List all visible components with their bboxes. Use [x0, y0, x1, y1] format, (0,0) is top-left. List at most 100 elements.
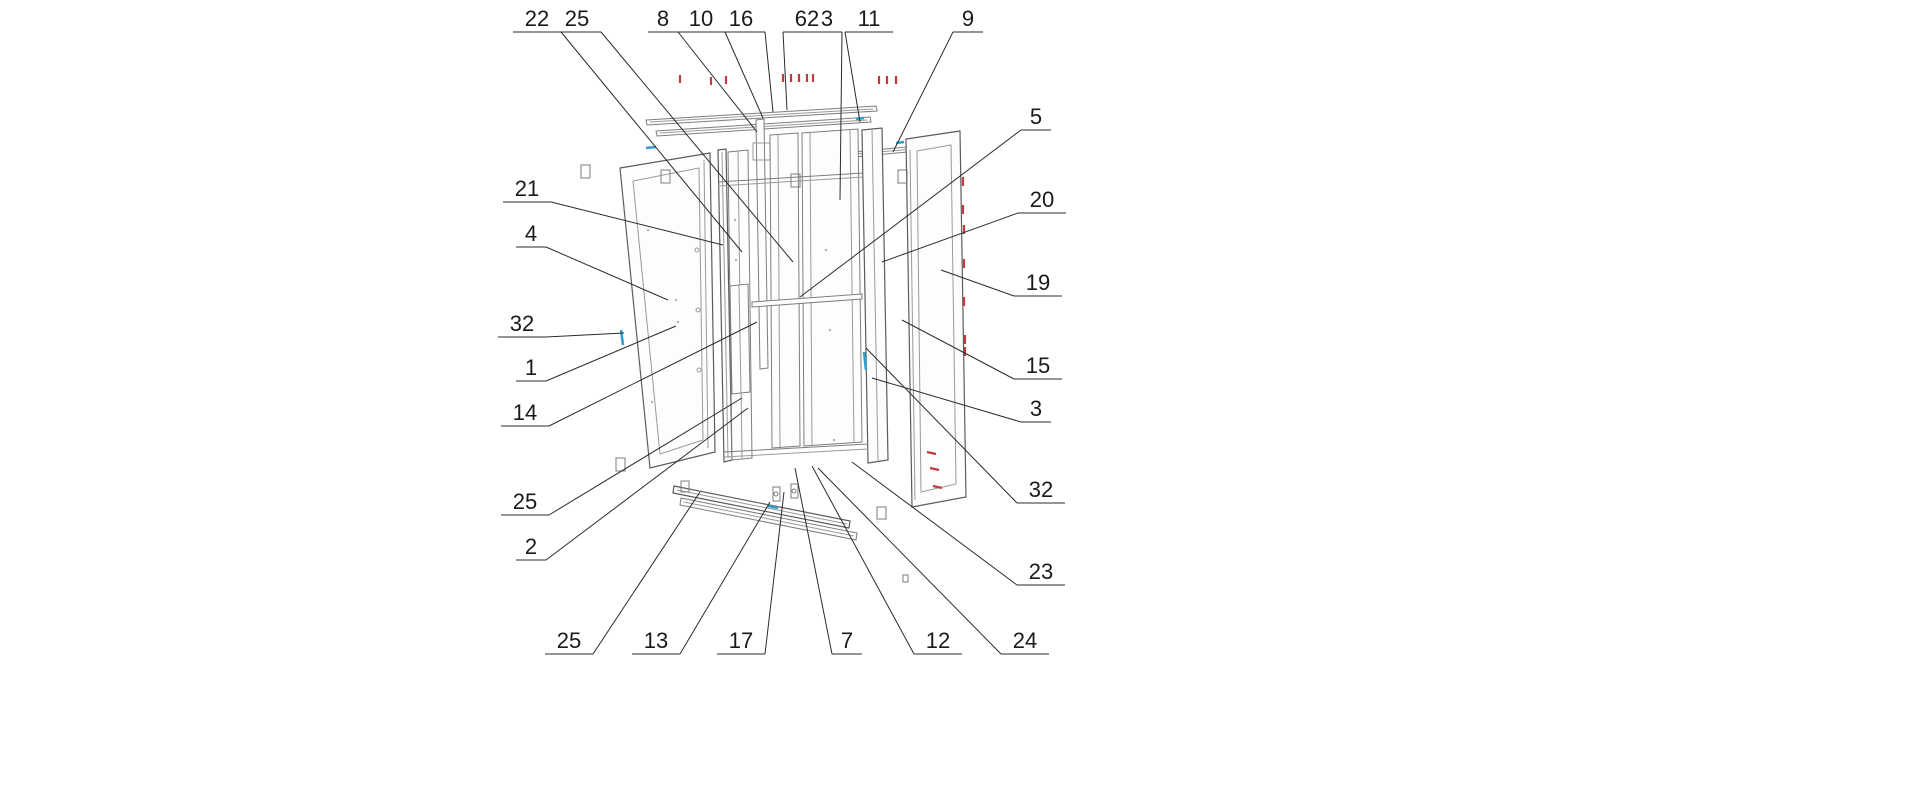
leader-line	[811, 465, 915, 655]
plinth-strip-front	[672, 485, 851, 529]
callout-label: 17	[729, 628, 753, 653]
callout-1: 1	[516, 325, 677, 382]
leader-line	[865, 347, 1018, 504]
callout-13: 13	[632, 501, 771, 655]
callout-5: 5	[799, 104, 1051, 298]
leader-line	[794, 467, 833, 655]
leader-line	[679, 501, 771, 655]
callout-label: 5	[1030, 104, 1042, 129]
leader-line	[724, 31, 764, 119]
callout-17: 17	[717, 491, 785, 655]
callout-label: 13	[644, 628, 668, 653]
leader-line	[764, 31, 774, 113]
leader-line	[548, 397, 743, 516]
callout-label: 62	[795, 6, 819, 31]
callout-25: 25	[501, 397, 743, 516]
callout-label: 16	[729, 6, 753, 31]
leader-line	[901, 319, 1015, 380]
plinth-strip-rear	[679, 497, 858, 541]
callout-label: 2	[525, 534, 537, 559]
leader-line	[799, 129, 1022, 298]
callout-10: 10	[677, 6, 764, 119]
callout-label: 9	[962, 6, 974, 31]
callout-label: 25	[513, 489, 537, 514]
leader-line	[871, 377, 1022, 423]
leader-line	[560, 31, 743, 253]
leader-line	[844, 31, 861, 123]
callout-20: 20	[881, 187, 1066, 263]
middle-shelf	[751, 293, 863, 308]
leader-line	[545, 246, 669, 301]
leader-line	[545, 332, 625, 338]
callout-label: 24	[1013, 628, 1037, 653]
leader-line	[782, 31, 788, 111]
callout-label: 12	[926, 628, 950, 653]
leader-line	[600, 31, 794, 263]
callout-label: 23	[1029, 559, 1053, 584]
leader-line	[839, 31, 843, 201]
callout-8: 8	[648, 6, 758, 133]
right-screws-red	[926, 177, 967, 490]
callout-label: 15	[1026, 353, 1050, 378]
leader-line	[592, 491, 701, 655]
callout-7: 7	[794, 467, 862, 655]
callout-label: 21	[515, 176, 539, 201]
callout-label: 19	[1026, 270, 1050, 295]
callout-label: 25	[557, 628, 581, 653]
callout-label: 10	[689, 6, 713, 31]
callout-label: 3	[1030, 396, 1042, 421]
callout-19: 19	[940, 269, 1062, 297]
callout-label: 32	[1029, 477, 1053, 502]
callout-12: 12	[811, 465, 962, 655]
leader-line	[545, 325, 677, 382]
back-panel-left	[769, 132, 801, 449]
callout-label: 3	[821, 6, 833, 31]
leader-line	[940, 269, 1015, 297]
callout-25: 25	[553, 6, 794, 263]
leader-line	[550, 201, 724, 246]
callout-22: 22	[513, 6, 743, 253]
leader-line	[677, 31, 758, 133]
top-screws-red	[678, 74, 898, 85]
callout-label: 7	[841, 628, 853, 653]
callout-3: 3	[871, 377, 1051, 423]
callout-label: 14	[513, 400, 537, 425]
callout-62: 62	[782, 6, 831, 111]
callout-9: 9	[892, 6, 983, 153]
callout-23: 23	[851, 461, 1065, 586]
carcass-right-side-panel	[861, 127, 889, 464]
leader-line	[881, 212, 1019, 263]
carcass-bottom-rail	[723, 443, 869, 458]
callout-11: 11	[844, 6, 893, 123]
callout-label: 32	[510, 311, 534, 336]
hinge-brackets	[580, 164, 909, 583]
carcass-top-rail	[717, 171, 881, 187]
callout-25: 25	[545, 491, 701, 655]
callout-label: 22	[525, 6, 549, 31]
callout-label: 1	[525, 355, 537, 380]
callout-label: 20	[1030, 187, 1054, 212]
callout-label: 25	[565, 6, 589, 31]
leader-line	[851, 461, 1018, 586]
callout-label: 11	[858, 6, 881, 31]
callout-3: 3	[812, 6, 843, 201]
callout-label: 4	[525, 221, 537, 246]
callout-14: 14	[501, 321, 758, 427]
callout-21: 21	[503, 176, 724, 246]
leader-line	[548, 321, 758, 427]
leader-line	[545, 407, 749, 561]
callout-2: 2	[516, 407, 749, 561]
leader-line	[892, 31, 954, 153]
callout-24: 24	[817, 467, 1049, 655]
callout-32: 32	[498, 311, 625, 338]
mid-left-panel	[729, 283, 751, 395]
blue-fittings	[619, 116, 905, 510]
leader-line	[817, 467, 1002, 655]
callout-16: 16	[717, 6, 774, 113]
callout-label: 8	[657, 6, 669, 31]
leader-line	[764, 491, 785, 655]
callout-15: 15	[901, 319, 1062, 380]
callout-4: 4	[516, 221, 669, 301]
